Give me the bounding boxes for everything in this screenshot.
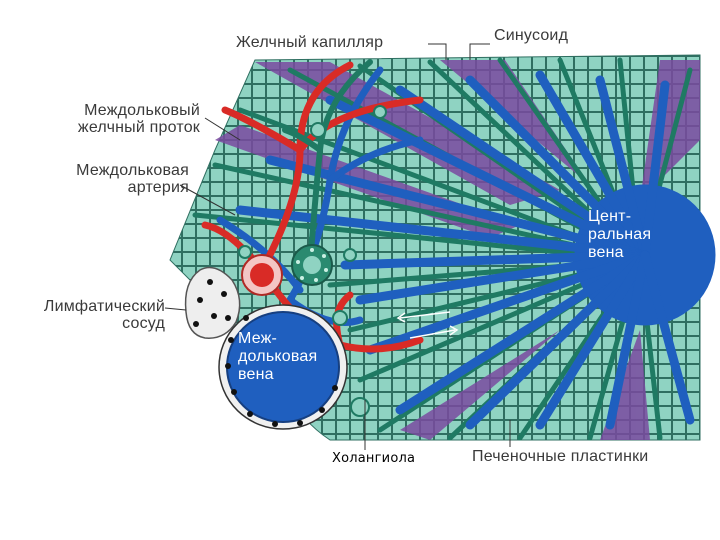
interlobular-vein-line-1: Меж- — [238, 330, 278, 347]
bile-duct-branches — [282, 59, 373, 268]
central-vein-line-2: ральная — [588, 226, 652, 243]
interlobular-vein — [218, 304, 348, 430]
lymphatic-vessel-line-2: сосуд — [122, 315, 165, 332]
interlobular-artery-section — [241, 254, 283, 296]
interlobular-bile-duct-section — [291, 244, 333, 286]
flow-arrows — [396, 311, 459, 339]
interlobular-artery-line-2: артерия — [127, 179, 189, 196]
lymphatic-vessel-line-1: Лимфатический — [43, 298, 165, 315]
interlobular-artery-line-1: Междольковая — [76, 162, 189, 179]
hepatic-plates-label: Печеночные пластинки — [472, 448, 649, 465]
central-vein-line-1: Цент- — [588, 208, 632, 225]
bile-capillary-label: Желчный капилляр — [236, 34, 384, 51]
central-vein-line-3: вена — [588, 244, 624, 261]
sinusoid-label: Синусоид — [494, 27, 569, 44]
interlobular-bile-duct-line-1: Междольковый — [84, 102, 200, 119]
lymphatic-vessel — [184, 266, 241, 339]
interlobular-bile-duct-label: Междольковый желчный проток — [20, 102, 200, 136]
interlobular-bile-duct-line-2: желчный проток — [77, 119, 200, 136]
interlobular-vein-label: Меж- дольковая вена — [238, 330, 317, 384]
cholangiole-label: Холангиола — [330, 450, 418, 467]
interlobular-artery-label: Междольковая артерия — [10, 162, 189, 196]
central-vein-label: Цент- ральная вена — [588, 208, 651, 262]
lymphatic-vessel-label: Лимфатический сосуд — [10, 298, 165, 332]
interlobular-vein-line-3: вена — [238, 366, 274, 383]
central-vein — [235, 70, 716, 430]
interlobular-vein-line-2: дольковая — [238, 348, 318, 365]
leader-lines — [164, 43, 511, 450]
